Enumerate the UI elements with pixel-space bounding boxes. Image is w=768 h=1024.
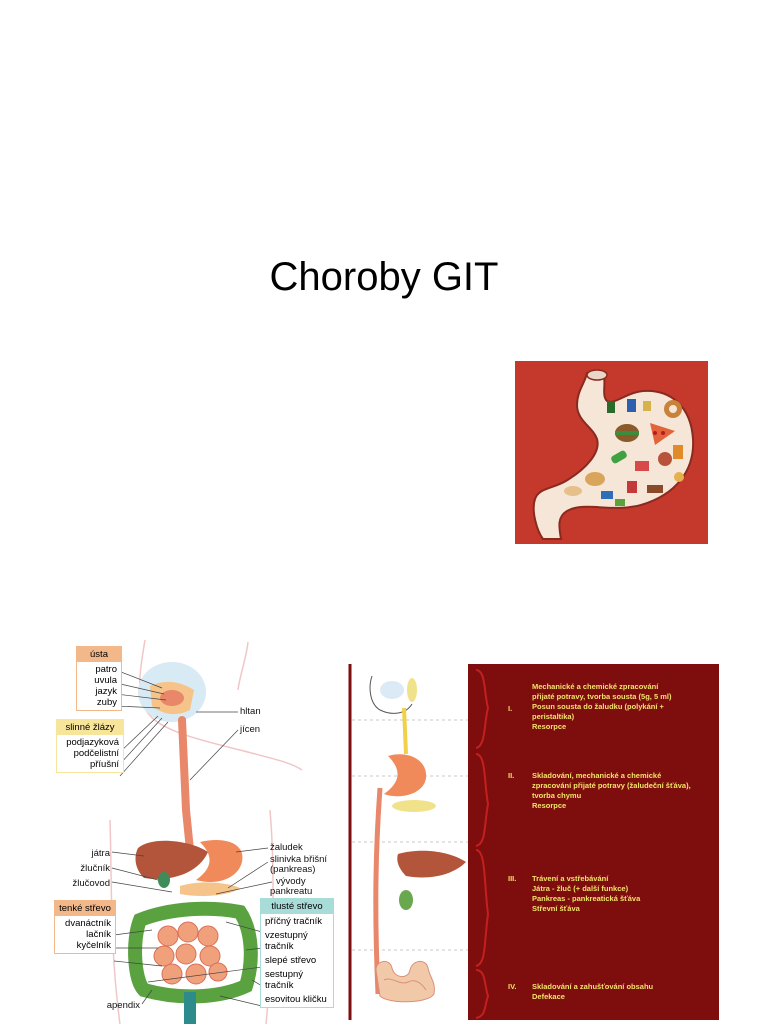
stage-braces <box>475 669 490 1019</box>
stage-4-number: IV. <box>508 982 517 991</box>
glands-item-podcelistni: podčelistní <box>73 748 119 759</box>
large-int-item-pricny: příčný tračník <box>265 916 323 927</box>
label-pankreas: (pankreas) <box>270 864 316 875</box>
stage-1-number: I. <box>508 704 513 713</box>
stage-3-number: III. <box>508 874 517 883</box>
digestion-stages-panel: I. Mechanické a chemické zpracování přij… <box>348 664 719 1020</box>
slide-title: Choroby GIT <box>269 255 499 299</box>
stage-2-text: Skladování, mechanické a chemické zpraco… <box>532 771 691 810</box>
label-vyvody: vývody <box>276 876 306 887</box>
glands-heading: slinné žlázy <box>57 720 123 735</box>
glands-box: slinné žlázy podjazyková podčelistní pří… <box>56 719 124 773</box>
small-intestine-heading: tenké střevo <box>55 901 115 916</box>
stages-text-area: I. Mechanické a chemické zpracování přij… <box>468 664 719 1020</box>
stage-3-text: Trávení a vstřebávání Játra - žluč (+ da… <box>532 874 641 913</box>
stage-2-number: II. <box>508 771 515 780</box>
large-int-item-slepe: slepé střevo <box>265 955 317 966</box>
large-int-item-esovita: esovitou kličku <box>265 994 327 1005</box>
label-zlucovod: žlučovod <box>72 878 111 889</box>
large-int-item-sestupny: sestupný tračník <box>265 969 304 991</box>
stages-organs-drawing <box>348 664 470 1020</box>
mouth-heading: ústa <box>77 647 121 662</box>
label-apendix: apendix <box>106 1000 140 1011</box>
glands-item-priusni: příušní <box>89 759 119 770</box>
label-slinivka: slinivka břišní <box>270 854 328 865</box>
small-int-item-kycelnik: kyčelník <box>76 940 111 951</box>
glands-item-podjazykova: podjazyková <box>66 737 119 748</box>
small-int-item-dvanactnik: dvanáctník <box>65 918 111 929</box>
stomach-food-illustration <box>515 361 708 544</box>
label-pankreatu: pankreatu <box>270 886 313 897</box>
label-zlucnik: žlučník <box>80 863 110 874</box>
small-intestine-box: tenké střevo dvanáctník lačník kyčelník <box>54 900 116 954</box>
stage-1-text: Mechanické a chemické zpracování přijaté… <box>532 682 672 731</box>
label-zaludek: žaludek <box>270 842 303 853</box>
mouth-item-patro: patro <box>95 664 117 675</box>
mouth-item-jazyk: jazyk <box>95 686 117 697</box>
label-jatra: játra <box>91 848 110 859</box>
mouth-item-uvula: uvula <box>94 675 117 686</box>
large-intestine-heading: tlusté střevo <box>261 899 333 914</box>
digestive-system-diagram: ústa patro uvula jazyk zuby slinné žlázy… <box>40 630 340 1024</box>
large-intestine-box: tlusté střevo příčný tračník vzestupný t… <box>260 898 334 1008</box>
stage-4-text: Skladování a zahušťování obsahu Defekace <box>532 982 654 1001</box>
label-hltan: hltan <box>240 706 261 717</box>
label-jicen: jícen <box>240 724 261 735</box>
large-int-item-vzestupny: vzestupný tračník <box>265 930 308 952</box>
mouth-box: ústa patro uvula jazyk zuby <box>76 646 122 711</box>
small-int-item-lacnik: lačník <box>86 929 111 940</box>
mouth-item-zuby: zuby <box>96 697 117 708</box>
